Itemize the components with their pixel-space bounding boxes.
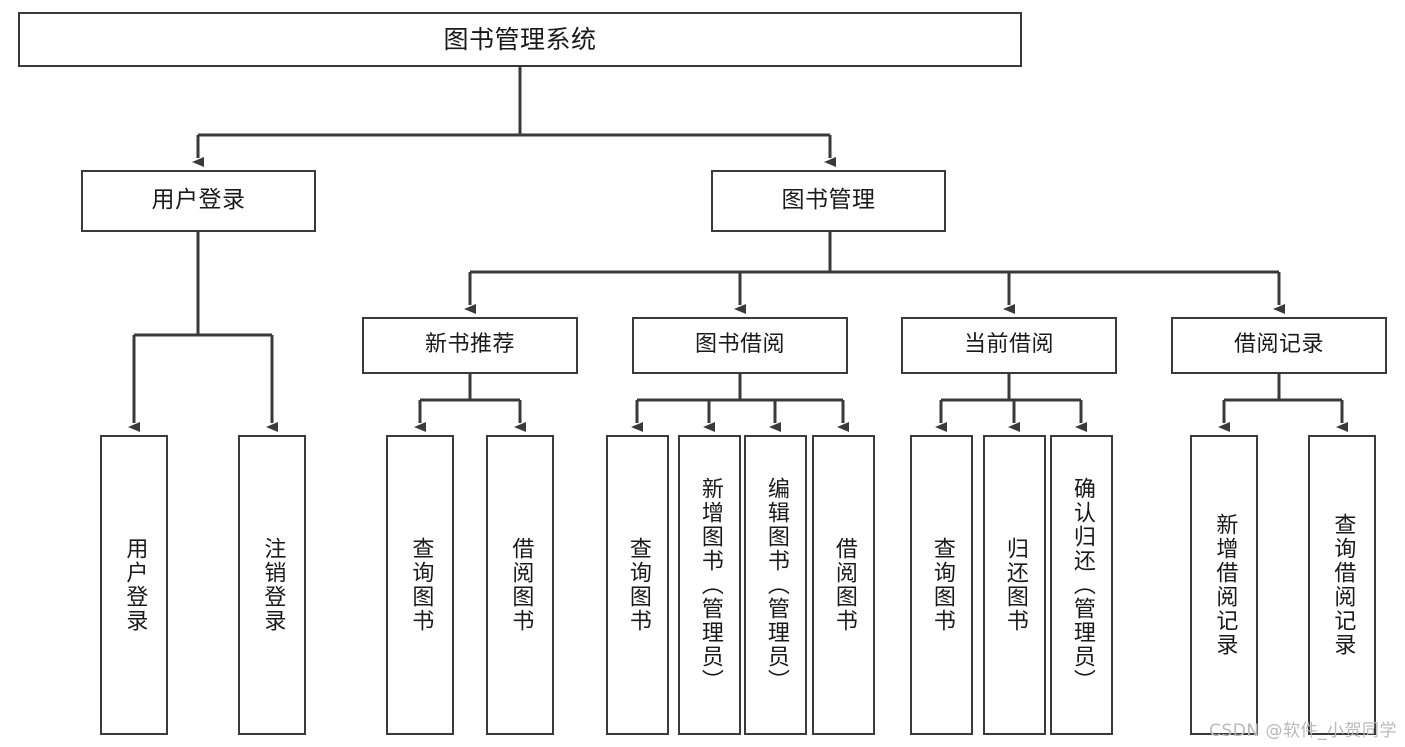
node-user-login[interactable]: 用户登录 bbox=[81, 170, 316, 232]
node-current-borrow[interactable]: 当前借阅 bbox=[901, 317, 1117, 374]
node-root-label: 图书管理系统 bbox=[443, 24, 597, 54]
node-leaf-borrow-book[interactable]: 借阅图书 bbox=[812, 435, 875, 735]
node-leaf-confirm-return-admin-label: 确认归还（管理员） bbox=[1069, 477, 1095, 693]
node-leaf-edit-book-admin[interactable]: 编辑图书（管理员） bbox=[744, 435, 807, 735]
node-leaf-query-book-borrow-label: 查询图书 bbox=[625, 537, 651, 633]
node-borrow-record-label: 借阅记录 bbox=[1233, 332, 1324, 358]
node-leaf-query-borrow-record-label: 查询借阅记录 bbox=[1330, 513, 1356, 657]
node-user-login-label: 用户登录 bbox=[151, 187, 246, 214]
node-leaf-user-login[interactable]: 用户登录 bbox=[100, 435, 168, 735]
node-leaf-add-book-admin-label: 新增图书（管理员） bbox=[697, 477, 723, 693]
node-leaf-user-login-label: 用户登录 bbox=[122, 537, 148, 633]
node-leaf-borrow-book-recommend[interactable]: 借阅图书 bbox=[486, 435, 554, 735]
node-leaf-query-book-current-label: 查询图书 bbox=[929, 537, 955, 633]
node-leaf-add-book-admin[interactable]: 新增图书（管理员） bbox=[678, 435, 741, 735]
node-book-management-label: 图书管理 bbox=[781, 187, 876, 214]
node-leaf-add-borrow-record[interactable]: 新增借阅记录 bbox=[1190, 435, 1258, 735]
node-leaf-edit-book-admin-label: 编辑图书（管理员） bbox=[763, 477, 789, 693]
node-leaf-logout-label: 注销登录 bbox=[260, 537, 286, 633]
node-leaf-logout[interactable]: 注销登录 bbox=[238, 435, 306, 735]
node-current-borrow-label: 当前借阅 bbox=[963, 332, 1054, 358]
node-leaf-confirm-return-admin[interactable]: 确认归还（管理员） bbox=[1050, 435, 1113, 735]
node-leaf-query-book-recommend-label: 查询图书 bbox=[408, 537, 434, 633]
node-book-management[interactable]: 图书管理 bbox=[711, 170, 946, 232]
node-leaf-borrow-book-recommend-label: 借阅图书 bbox=[508, 537, 534, 633]
node-borrow-record[interactable]: 借阅记录 bbox=[1171, 317, 1387, 374]
node-leaf-query-book-borrow[interactable]: 查询图书 bbox=[606, 435, 669, 735]
node-leaf-borrow-book-label: 借阅图书 bbox=[831, 537, 857, 633]
node-leaf-add-borrow-record-label: 新增借阅记录 bbox=[1212, 513, 1238, 657]
node-leaf-query-book-recommend[interactable]: 查询图书 bbox=[386, 435, 454, 735]
node-leaf-query-borrow-record[interactable]: 查询借阅记录 bbox=[1308, 435, 1376, 735]
node-book-borrow[interactable]: 图书借阅 bbox=[632, 317, 848, 374]
node-new-book-recommend-label: 新书推荐 bbox=[424, 332, 515, 358]
node-book-borrow-label: 图书借阅 bbox=[694, 332, 785, 358]
node-leaf-return-book[interactable]: 归还图书 bbox=[983, 435, 1046, 735]
node-leaf-return-book-label: 归还图书 bbox=[1002, 537, 1028, 633]
node-new-book-recommend[interactable]: 新书推荐 bbox=[362, 317, 578, 374]
node-root[interactable]: 图书管理系统 bbox=[18, 12, 1022, 67]
node-leaf-query-book-current[interactable]: 查询图书 bbox=[910, 435, 973, 735]
